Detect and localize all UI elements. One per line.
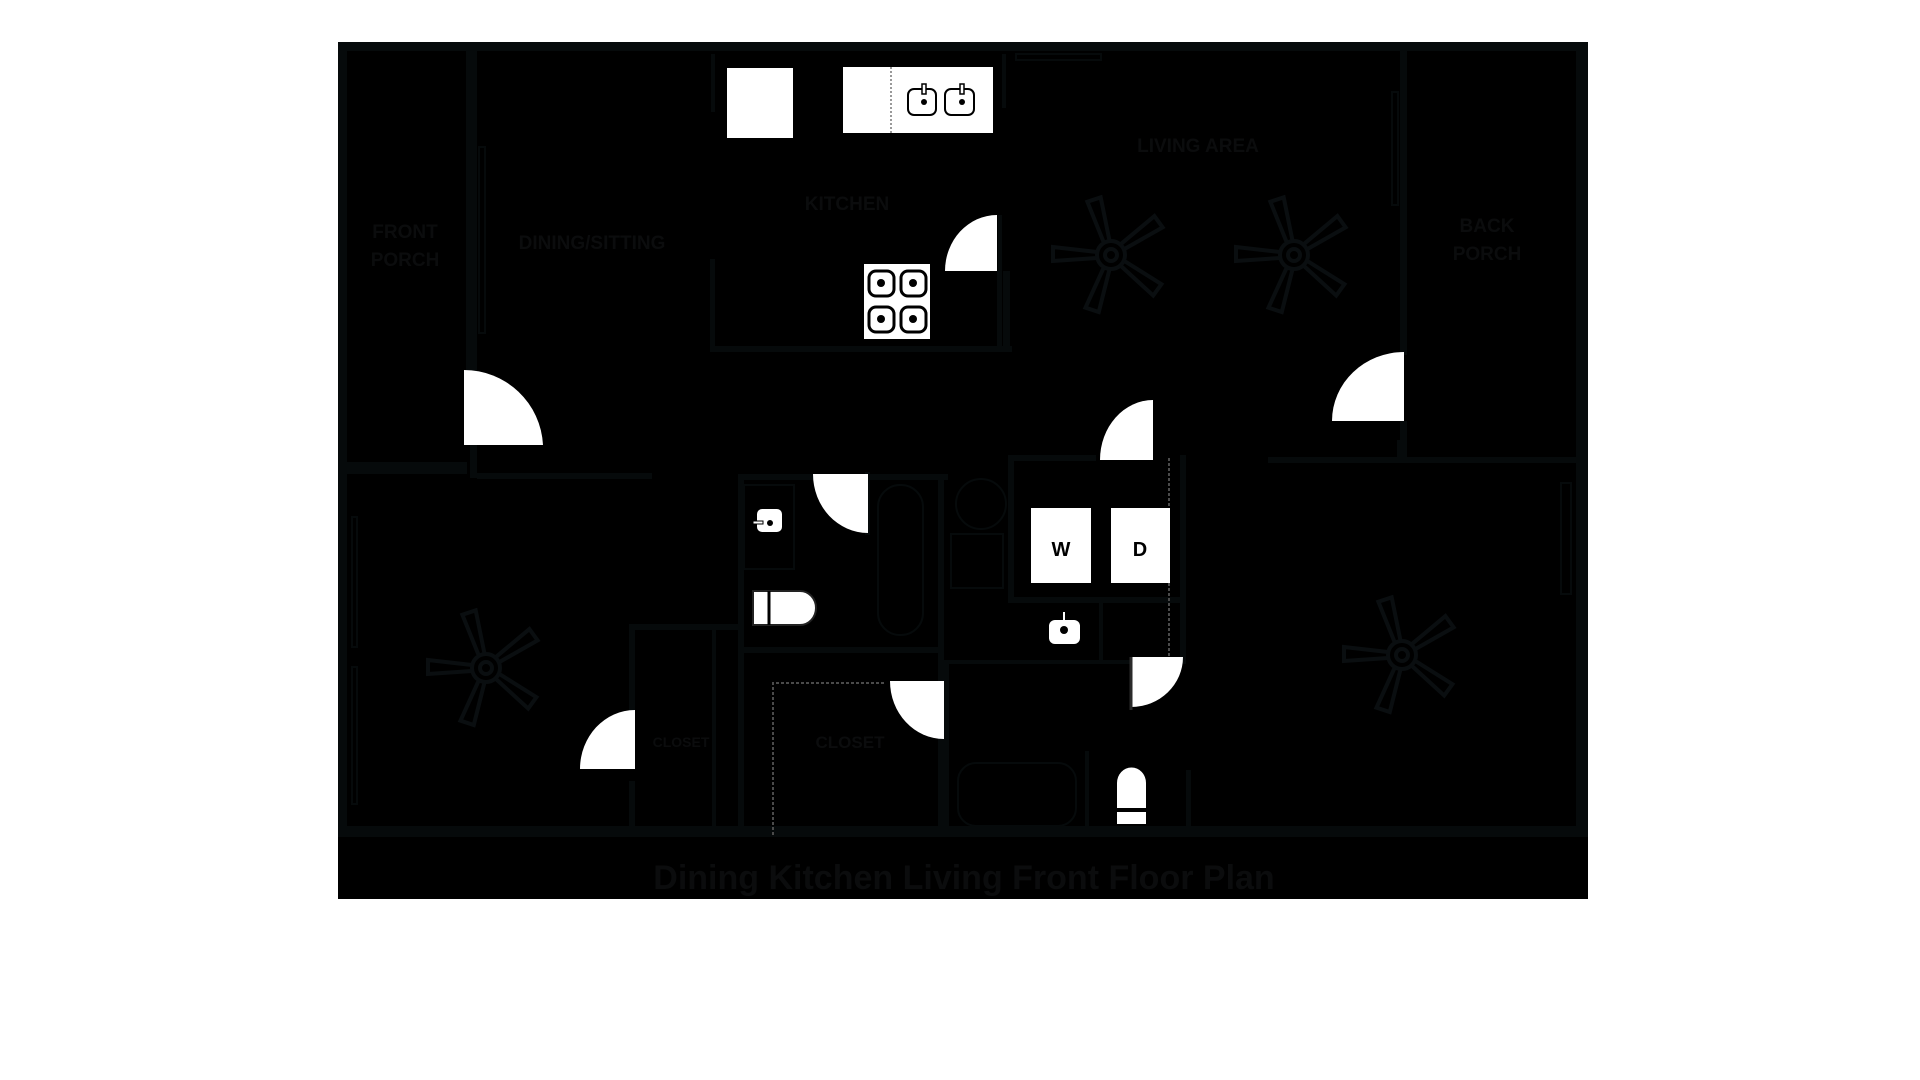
refrigerator-icon xyxy=(727,68,793,138)
back-porch-label-2: PORCH xyxy=(1453,244,1522,265)
washer xyxy=(1031,508,1091,583)
kitchen-fixtures xyxy=(727,67,993,339)
closet-center-label: CLOSET xyxy=(816,733,886,752)
plan-title: Dining Kitchen Living Front Floor Plan xyxy=(653,859,1274,897)
lower-bath-fixtures xyxy=(957,762,1146,827)
water-heater-icon xyxy=(955,478,1007,530)
bedroom-left-door xyxy=(580,710,635,769)
bathroom-fixtures xyxy=(743,478,1007,636)
bathtub-2-icon xyxy=(957,762,1077,827)
front-porch-label: FRONT xyxy=(372,222,438,243)
back-porch-door xyxy=(1332,352,1404,421)
bath-2-door xyxy=(1131,657,1183,707)
laundry-door xyxy=(1100,400,1153,460)
bathtub-icon xyxy=(877,484,924,636)
counter xyxy=(843,67,993,133)
kitchen-label: KITCHEN xyxy=(805,194,889,215)
doors xyxy=(464,215,1404,769)
dryer xyxy=(1111,508,1170,583)
laundry-fixtures: W D xyxy=(1031,508,1170,644)
toilet-icon xyxy=(752,590,817,626)
plan-canvas xyxy=(338,42,1588,899)
dining-sitting-label: DINING/SITTING xyxy=(519,233,666,254)
outer-walls xyxy=(338,42,1588,837)
dryer-label: D xyxy=(1133,539,1147,561)
room-labels: FRONT PORCH DINING/SITTING KITCHEN LIVIN… xyxy=(371,136,1522,752)
laundry-sink-icon xyxy=(1049,612,1080,644)
bathroom-door xyxy=(813,474,868,533)
washer-label: W xyxy=(1052,539,1071,561)
kitchen-door xyxy=(945,215,997,271)
stove-icon xyxy=(864,264,930,339)
double-sink-icon xyxy=(907,83,975,116)
bath-sink-icon xyxy=(752,509,782,532)
front-porch-label-2: PORCH xyxy=(371,250,440,271)
closet-center-door xyxy=(890,681,944,739)
toilet-2-icon xyxy=(1117,767,1146,824)
living-area-label: LIVING AREA xyxy=(1137,136,1259,157)
closet-left-label: CLOSET xyxy=(653,734,710,750)
back-porch-label: BACK xyxy=(1460,216,1515,237)
front-porch-door xyxy=(464,369,543,445)
